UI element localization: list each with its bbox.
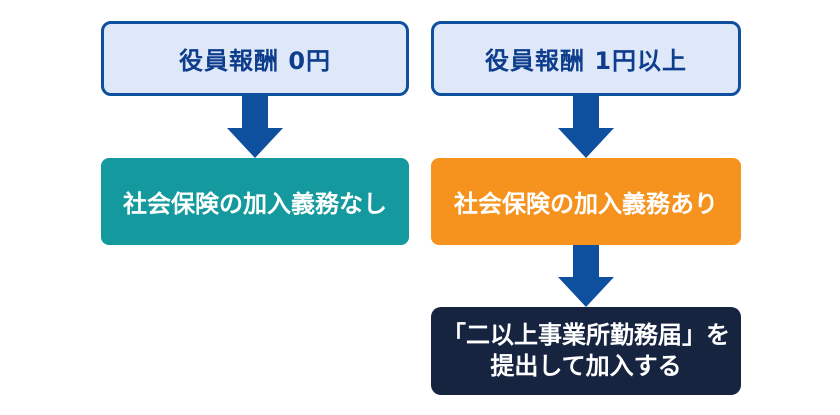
condition-box-zero-yen: 役員報酬 0円: [101, 21, 409, 96]
condition-box-one-yen-or-more: 役員報酬 1円以上: [431, 21, 741, 96]
condition-zero-yen-label: 役員報酬 0円: [178, 47, 332, 75]
result-box-obligation: 社会保険の加入義務あり: [431, 158, 741, 245]
flow-column-one-yen-or-more: 役員報酬 1円以上 社会保険の加入義務あり 「二以上事業所勤務届」を 提出して加…: [431, 21, 741, 395]
result-obligation-label: 社会保険の加入義務あり: [454, 190, 718, 218]
arrow-down-icon: [558, 245, 614, 307]
condition-one-yen-label: 役員報酬 1円以上: [484, 47, 688, 75]
arrow-down-icon: [558, 96, 614, 158]
arrow-down-shape: [558, 96, 614, 158]
arrow-down-shape: [227, 96, 283, 158]
arrow-down-icon: [227, 96, 283, 158]
action-box-submit-multi-workplace-form: 「二以上事業所勤務届」を 提出して加入する: [431, 307, 741, 395]
flow-column-zero-yen: 役員報酬 0円 社会保険の加入義務なし: [101, 21, 409, 245]
result-no-obligation-label: 社会保険の加入義務なし: [123, 190, 387, 218]
action-submit-form-label: 「二以上事業所勤務届」を 提出して加入する: [442, 320, 730, 380]
result-box-no-obligation: 社会保険の加入義務なし: [101, 158, 409, 245]
arrow-down-shape: [558, 245, 614, 307]
